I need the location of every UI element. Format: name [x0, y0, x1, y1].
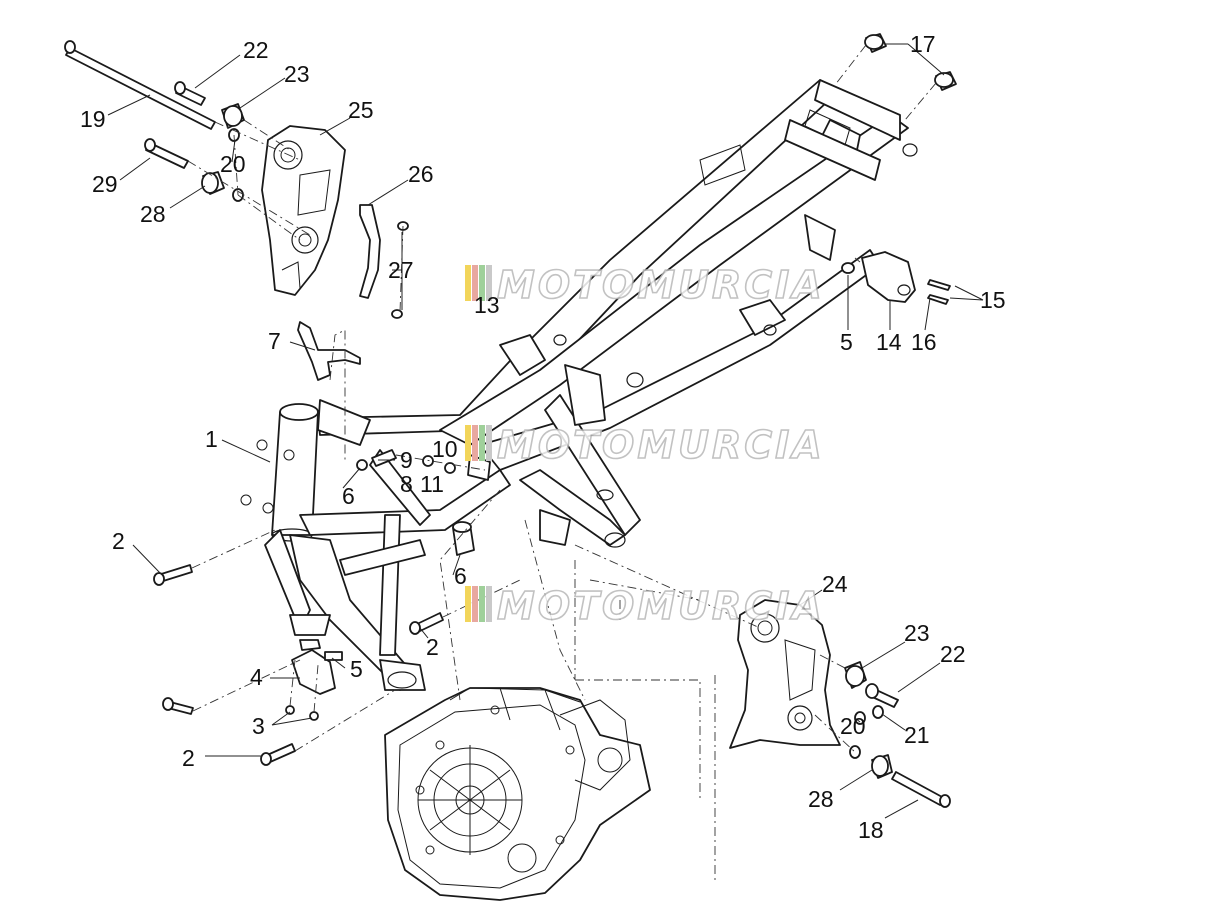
watermark-stripe [479, 425, 485, 461]
callout-label: 22 [243, 37, 269, 63]
watermark-stripe [465, 265, 471, 301]
callout-label: 28 [808, 786, 834, 812]
hardware-top-left [64, 40, 409, 319]
callout-label: 1 [205, 426, 218, 452]
callout-label: 27 [388, 257, 414, 283]
callout-label: 6 [454, 563, 467, 589]
callout-label: 14 [876, 329, 902, 355]
hardware-centre [356, 449, 486, 556]
callout-label: 29 [92, 171, 118, 197]
watermark-text: MOTOMURCIA [497, 423, 825, 467]
assembly-lines [439, 489, 701, 800]
callout-label: 5 [350, 656, 363, 682]
watermark-text: MOTOMURCIA [497, 263, 825, 307]
frame [240, 79, 918, 691]
callout-label: 20 [220, 151, 246, 177]
leader-lines [107, 43, 984, 819]
engine-gearbox [384, 687, 651, 901]
callout-label: 11 [420, 471, 444, 497]
callout-label: 20 [840, 713, 866, 739]
bracket-7 [297, 321, 361, 460]
callout-label: 19 [80, 106, 106, 132]
watermark-stripe [472, 425, 478, 461]
callout-label: 5 [840, 329, 853, 355]
watermark-1: MOTOMURCIA [465, 262, 825, 308]
callouts: 22 23 19 25 20 29 28 26 27 13 17 15 5 14… [80, 31, 1006, 843]
callout-label: 3 [252, 713, 265, 739]
watermark-stripe [486, 586, 492, 622]
watermark-stripe [486, 265, 492, 301]
callout-label: 7 [268, 328, 281, 354]
callout-label: 4 [250, 664, 263, 690]
callout-label: 9 [400, 447, 413, 473]
bracket-14 [841, 251, 951, 305]
callout-label: 2 [112, 528, 125, 554]
callout-label: 18 [858, 817, 884, 843]
callout-label: 10 [432, 436, 458, 462]
watermark-stripe [479, 586, 485, 622]
callout-label: 16 [911, 329, 937, 355]
callout-label: 23 [284, 61, 310, 87]
callout-label: 24 [822, 571, 848, 597]
callout-label: 23 [904, 620, 930, 646]
callout-label: 17 [910, 31, 936, 57]
watermark-stripe [472, 586, 478, 622]
callout-label: 25 [348, 97, 374, 123]
callout-label: 2 [182, 745, 195, 771]
engine-mount-right [574, 544, 951, 880]
callout-label: 6 [342, 483, 355, 509]
callout-label: 13 [474, 292, 500, 318]
watermark-stripe [486, 425, 492, 461]
callout-label: 28 [140, 201, 166, 227]
callout-label: 8 [400, 471, 413, 497]
callout-label: 21 [904, 722, 930, 748]
callout-label: 2 [426, 634, 439, 660]
callout-label: 22 [940, 641, 966, 667]
watermark-stripe [465, 586, 471, 622]
watermark-stripe [472, 265, 478, 301]
callout-label: 15 [980, 287, 1006, 313]
callout-label: 26 [408, 161, 434, 187]
bracket-26 [359, 204, 381, 299]
rubber-caps-17 [834, 33, 957, 121]
watermark-3: MOTOMURCIA [465, 583, 825, 629]
watermark-text: MOTOMURCIA [497, 584, 825, 628]
watermark-2: MOTOMURCIA [465, 422, 825, 468]
watermark-stripe [465, 425, 471, 461]
watermark-stripe [479, 265, 485, 301]
engine-mount-left [261, 125, 346, 296]
